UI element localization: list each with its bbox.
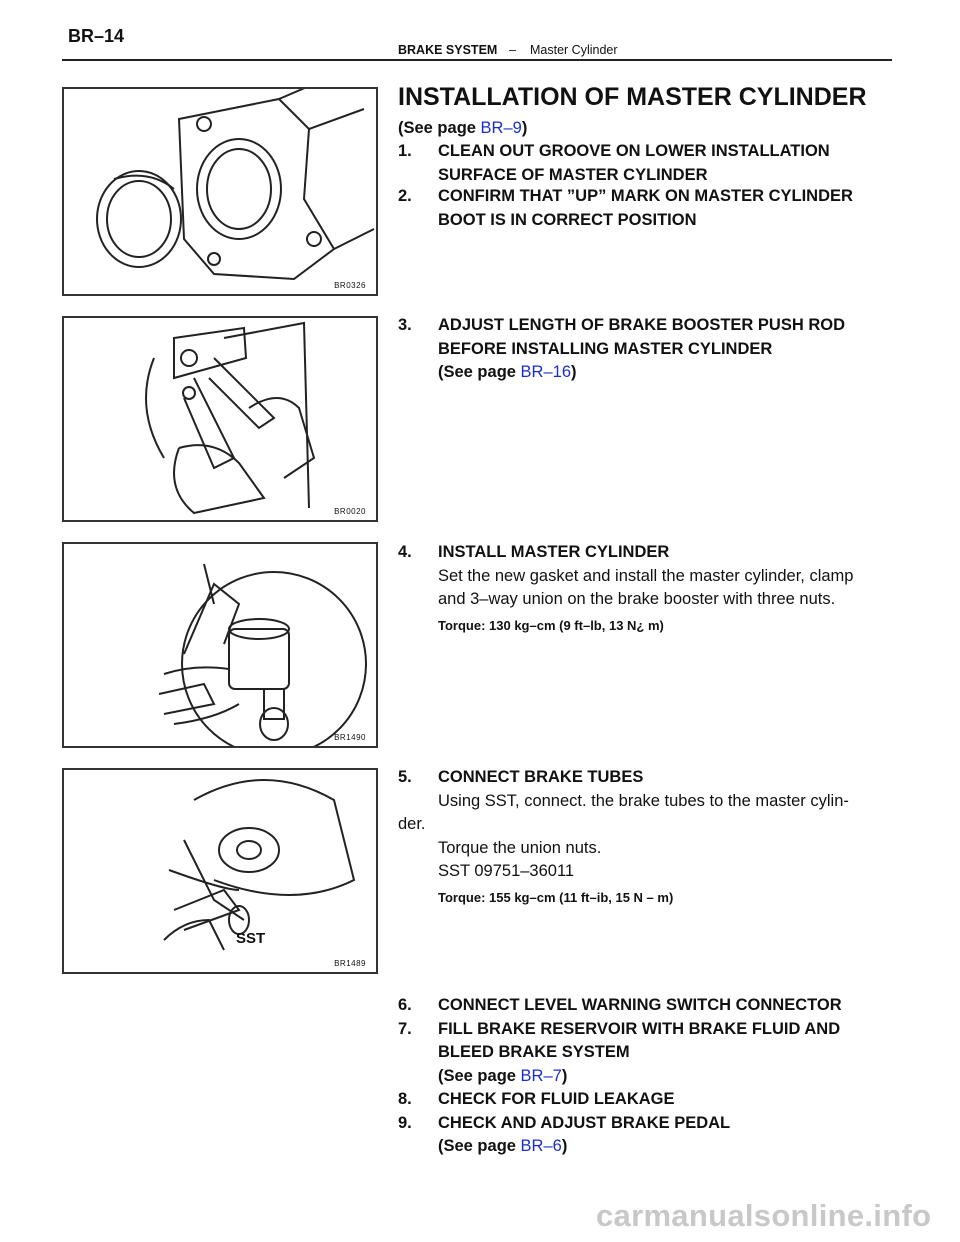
link-br-6[interactable]: BR–6: [520, 1137, 562, 1155]
step-text: BLEED BRAKE SYSTEM: [438, 1043, 630, 1061]
step-text: CHECK FOR FLUID LEAKAGE: [438, 1090, 675, 1108]
see-suffix: ): [571, 363, 577, 381]
see-prefix: (See page: [438, 1066, 521, 1085]
figure-master-cylinder-install: BR1490: [62, 542, 378, 748]
sst-number: SST 09751–36011: [438, 862, 575, 880]
figure-code: BR1489: [334, 959, 366, 968]
see-suffix: ): [561, 1137, 568, 1155]
see-prefix: (See page: [438, 1137, 521, 1155]
page-title: INSTALLATION OF MASTER CYLINDER: [398, 83, 867, 111]
figure-code: BR0326: [334, 281, 366, 290]
see-prefix: (See page: [438, 363, 521, 381]
push-rod-illustration: [145, 321, 316, 515]
step-body: Set the new gasket and install the maste…: [438, 566, 854, 585]
step-body: and 3–way union on the brake booster wit…: [438, 590, 836, 608]
figure-code: BR1490: [334, 733, 366, 742]
step-text: SURFACE OF MASTER CYLINDER: [438, 165, 708, 184]
step-text: CHECK AND ADJUST BRAKE PEDAL: [438, 1113, 731, 1132]
step-heading: INSTALL MASTER CYLINDER: [438, 543, 670, 561]
step-1: 1. CLEAN OUT GROOVE ON LOWER INSTALLATION…: [398, 140, 830, 187]
step-8: 8. CHECK FOR FLUID LEAKAGE: [398, 1088, 842, 1112]
header-section: BRAKE SYSTEM: [398, 43, 498, 57]
step-number: 5.: [398, 768, 412, 786]
watermark: carmanualsonline.info: [596, 1198, 932, 1233]
figure-brake-tubes: SST BR1489: [62, 768, 378, 974]
step-text: BOOT IS IN CORRECT POSITION: [438, 210, 697, 229]
step-number: 8.: [398, 1090, 412, 1108]
step-6: 6. CONNECT LEVEL WARNING SWITCH CONNECTOR: [398, 994, 842, 1018]
see-page-ref: (See page BR–6): [398, 1135, 842, 1159]
step-number: 1.: [398, 142, 412, 160]
figure-push-rod: BR0020: [62, 316, 378, 522]
see-suffix: ): [561, 1066, 568, 1085]
step-text: CLEAN OUT GROOVE ON LOWER INSTALLATION: [438, 142, 830, 160]
step-3: 3. ADJUST LENGTH OF BRAKE BOOSTER PUSH RO…: [398, 314, 845, 385]
step-heading: CONNECT BRAKE TUBES: [438, 768, 644, 786]
page-number: BR–14: [68, 26, 125, 46]
figure-code: BR0020: [334, 507, 366, 516]
see-prefix: (See page: [398, 119, 481, 137]
link-br-9[interactable]: BR–9: [480, 119, 522, 137]
step-number: 4.: [398, 543, 412, 561]
step-number: 2.: [398, 187, 412, 205]
sst-label: SST: [236, 930, 266, 947]
step-text: BEFORE INSTALLING MASTER CYLINDER: [438, 339, 773, 358]
header-separator: –: [509, 43, 516, 57]
booster-flange-illustration: [96, 89, 375, 281]
see-page-ref: (See page BR–16): [398, 361, 845, 385]
see-suffix: ): [521, 119, 528, 137]
step-body: Torque the union nuts.: [438, 838, 602, 857]
step-5: 5. CONNECT BRAKE TUBES Using SST, connect…: [398, 766, 849, 909]
step-text: ADJUST LENGTH OF BRAKE BOOSTER PUSH ROD: [438, 316, 846, 334]
header-subsection: Master Cylinder: [530, 43, 618, 57]
step-number: 6.: [398, 996, 412, 1014]
step-number: 7.: [398, 1019, 412, 1038]
step-4: 4. INSTALL MASTER CYLINDER Set the new ga…: [398, 541, 853, 637]
step-body: der.: [398, 815, 426, 833]
master-cylinder-illustration: [158, 563, 367, 746]
step-9: 9. CHECK AND ADJUST BRAKE PEDAL: [398, 1112, 842, 1136]
step-text: CONFIRM THAT ”UP” MARK ON MASTER CYLINDE…: [438, 187, 853, 205]
step-text: FILL BRAKE RESERVOIR WITH BRAKE FLUID AN…: [438, 1019, 841, 1038]
step-body: Using SST, connect. the brake tubes to t…: [438, 791, 849, 810]
header-rule: [62, 59, 892, 61]
step-7: 7. FILL BRAKE RESERVOIR WITH BRAKE FLUID …: [398, 1018, 842, 1042]
link-br-16[interactable]: BR–16: [520, 363, 571, 381]
see-page-ref: (See page BR–7): [398, 1065, 842, 1089]
see-page-ref: (See page BR–9): [398, 117, 527, 141]
torque-spec: Torque: 130 kg–cm (9 ft–lb, 13 N¿ m): [438, 617, 664, 633]
brake-tubes-illustration: [163, 779, 356, 951]
steps-6-9: 6. CONNECT LEVEL WARNING SWITCH CONNECTOR…: [398, 994, 842, 1159]
step-text: CONNECT LEVEL WARNING SWITCH CONNECTOR: [438, 996, 842, 1014]
step-number: 3.: [398, 316, 412, 334]
link-br-7[interactable]: BR–7: [520, 1066, 562, 1085]
step-2: 2. CONFIRM THAT ”UP” MARK ON MASTER CYLIN…: [398, 185, 853, 232]
torque-spec: Torque: 155 kg–cm (11 ft–ib, 15 N – m): [438, 889, 674, 905]
figure-booster-flange: BR0326: [62, 87, 378, 296]
step-number: 9.: [398, 1113, 412, 1132]
